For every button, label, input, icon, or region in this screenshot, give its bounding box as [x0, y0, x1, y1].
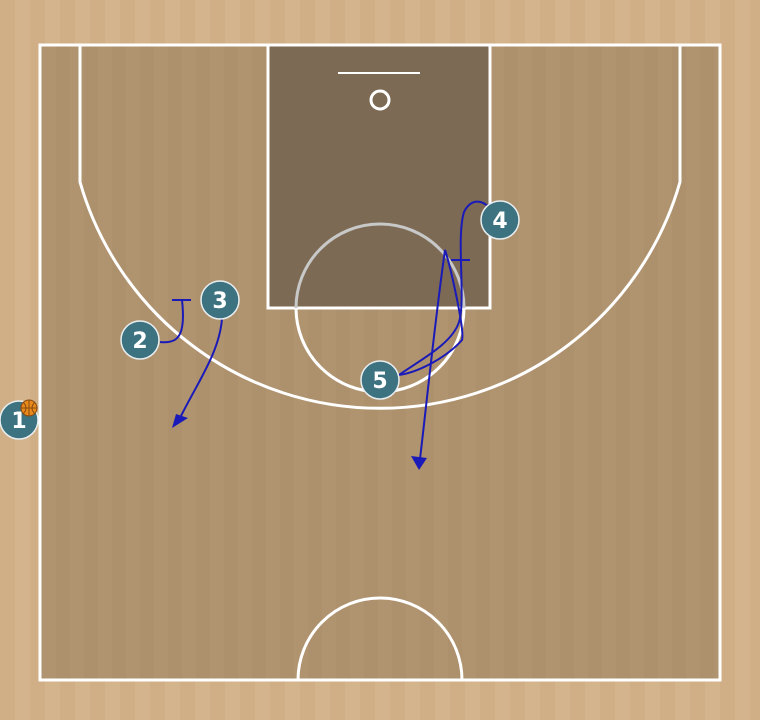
basketball-icon	[20, 399, 38, 417]
player-marker	[360, 360, 400, 400]
player-label: 5	[372, 369, 387, 394]
player-label: 1	[11, 409, 26, 434]
player-5[interactable]: 5	[360, 360, 400, 400]
lane-lines	[266, 43, 492, 310]
arrowhead-3	[172, 414, 188, 428]
screen-path-2	[159, 299, 184, 344]
rim	[369, 89, 391, 111]
cut-path-5	[398, 249, 464, 460]
player-2[interactable]: 2	[120, 320, 160, 360]
paint-area	[268, 45, 490, 308]
player-marker	[480, 200, 520, 240]
center-circle	[296, 596, 464, 681]
three-point-line	[78, 45, 682, 410]
player-label: 2	[132, 329, 147, 354]
player-label: 3	[212, 289, 227, 314]
arrowhead-5	[411, 456, 427, 470]
player-1[interactable]: 1	[0, 399, 39, 440]
free-throw-circle-upper	[294, 222, 466, 309]
player-4[interactable]: 4	[480, 200, 520, 240]
player-label: 4	[492, 209, 507, 234]
action-lines	[159, 200, 491, 460]
player-marker	[200, 280, 240, 320]
player-3[interactable]: 3	[200, 280, 240, 320]
cut-path-3	[179, 317, 223, 419]
player-marker	[120, 320, 160, 360]
